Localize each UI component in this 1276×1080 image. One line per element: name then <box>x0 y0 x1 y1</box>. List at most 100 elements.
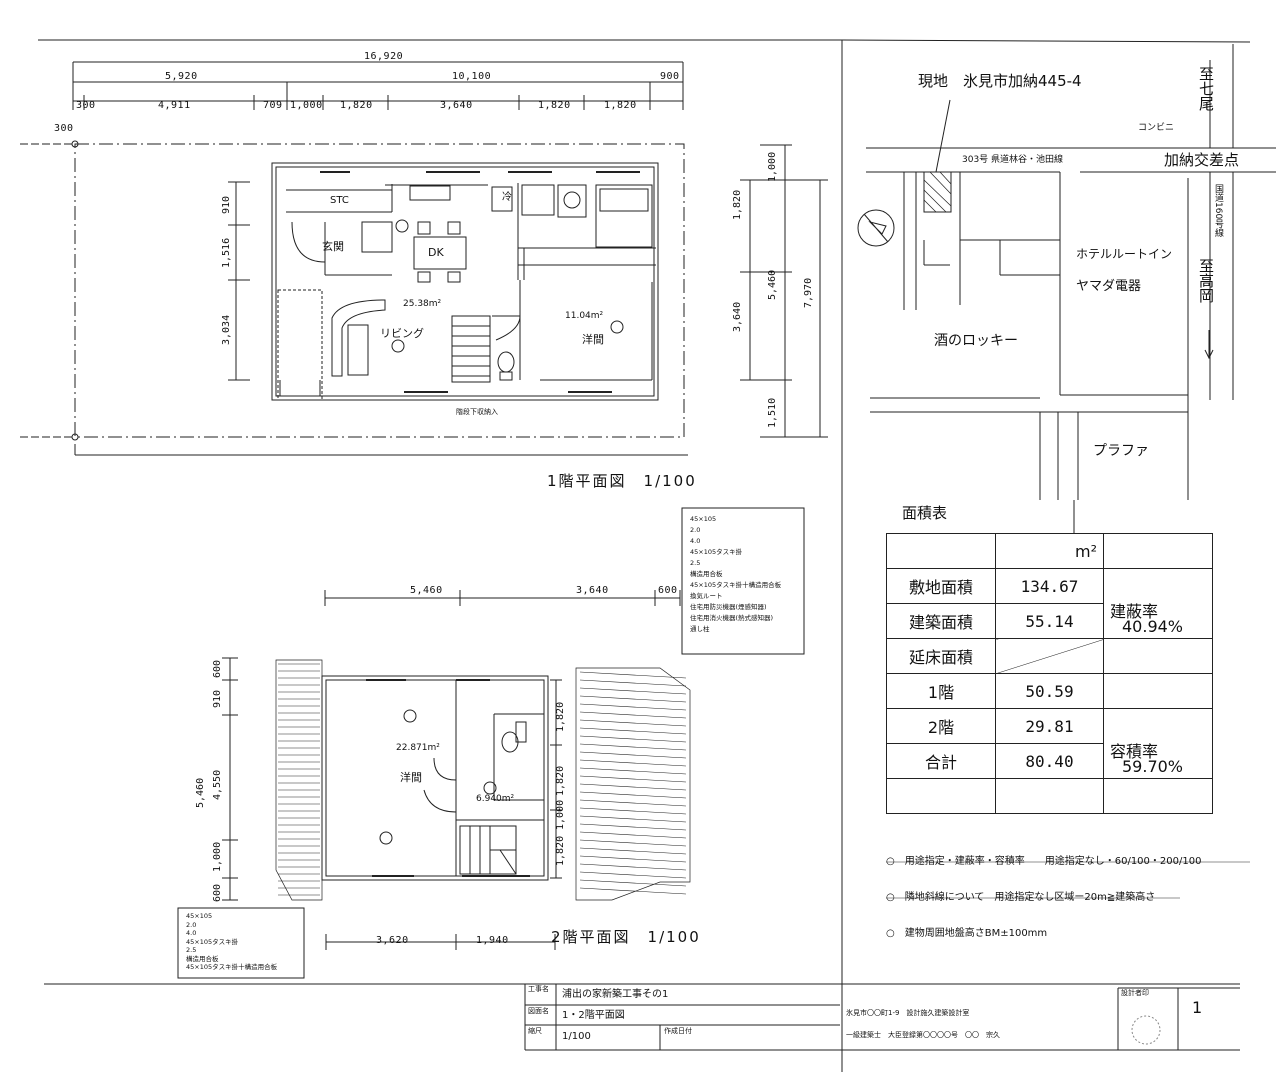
row-label: 1階 <box>886 673 996 709</box>
hotel-label: ホテルルートイン <box>1076 247 1173 261</box>
dim2-bottom-0: 3,620 <box>376 935 409 946</box>
legend2-item: 45×105タスキ掛十構造用合板 <box>186 963 278 971</box>
table-row: 建築面積 55.14 建蔽率 40.94% <box>886 601 1213 639</box>
bcr-value: 40.94% <box>1122 616 1184 636</box>
architect-name: 一級建築士 大臣登録第〇〇〇〇号 〇〇 宗久 <box>846 1031 1000 1039</box>
yamada-label: ヤマダ電器 <box>1076 279 1142 294</box>
stair-storage-note: 階段下収納入 <box>456 408 498 416</box>
far-label: 容積率 <box>1110 741 1159 761</box>
room2-area-1: 22.871m² <box>396 743 440 753</box>
table-row: 1階 50.59 <box>886 673 1213 709</box>
dim-row3-1: 4,911 <box>158 100 191 111</box>
dim2-right-0: 1,820 <box>555 701 566 732</box>
row-label: 合計 <box>886 743 996 779</box>
roof-hatch-line <box>579 743 687 751</box>
dim-edge-offset: 300 <box>54 123 74 134</box>
roof-hatch-line <box>579 847 687 855</box>
dim2-left-4: 1,000 <box>212 841 223 872</box>
legend1-item: 住宅用消火機器(熱式感知器) <box>690 614 774 622</box>
drawing-name: 1・2階平面図 <box>562 1010 625 1021</box>
table-row: 延床面積 <box>886 638 1213 674</box>
legend1-item: 45×105タスキ掛 <box>690 548 743 556</box>
row-value: 55.14 <box>995 603 1104 639</box>
dim2-left-2: 5,460 <box>195 777 206 808</box>
plafa-label: プラファ <box>1093 443 1149 459</box>
to-nanao: 至七尾 <box>1197 66 1215 111</box>
room-living: リビング <box>380 327 424 340</box>
work-name-label: 工事名 <box>528 985 549 993</box>
dim-row3-5: 3,640 <box>440 100 473 111</box>
building-coverage-cell: 建蔽率 40.94% <box>1103 601 1213 639</box>
dim2-left-0: 600 <box>212 659 223 678</box>
room-refrigerator: 冷 <box>502 192 512 203</box>
row-value: 134.67 <box>995 568 1104 604</box>
legend1-item: 4.0 <box>690 537 701 545</box>
row-value: 50.59 <box>995 673 1104 709</box>
stamp-label: 設計者印 <box>1121 989 1149 997</box>
dim-right-1: 1,820 <box>732 189 743 220</box>
dim-row3-7: 1,820 <box>604 100 637 111</box>
floor-area-ratio-cell: 容積率 59.70% <box>1103 741 1213 779</box>
dim-row3-0: 300 <box>76 100 96 111</box>
roof-hatch-line <box>579 879 687 887</box>
dim-total-width: 16,920 <box>364 51 404 62</box>
konbini-label: コンビニ <box>1138 123 1175 133</box>
dim2-left-1: 910 <box>212 689 223 708</box>
table-row: 2階 29.81 <box>886 708 1213 744</box>
area-table-title: 面積表 <box>902 504 948 522</box>
far-value: 59.70% <box>1122 756 1184 776</box>
legend1-item: 構造用合板 <box>690 570 723 578</box>
legend1-item: 45×105タスキ掛十構造用合板 <box>690 581 782 589</box>
legend1-item: 45×105 <box>690 515 717 523</box>
roof-hatch-line <box>579 711 687 719</box>
dim-row3-2: 709 <box>263 100 283 111</box>
roof-hatch-line <box>579 807 687 815</box>
legend1-item: 2.5 <box>690 559 701 567</box>
row-label: 2階 <box>886 708 996 744</box>
room-ldk-area: 25.38m² <box>403 299 442 309</box>
note-zoning: ○ 用途指定・建蔽率・容積率 用途指定なし・60/100・200/100 <box>886 856 1202 867</box>
to-takaoka: 至高岡 <box>1197 258 1215 303</box>
site-address: 現地 氷見市加納445-4 <box>918 72 1082 90</box>
room-youma: 洋間 <box>582 333 604 346</box>
date-label: 作成日付 <box>664 1027 692 1035</box>
dim2-top-2: 600 <box>658 585 678 596</box>
row-label: 建築面積 <box>886 603 996 639</box>
roof-hatch-line <box>579 695 687 703</box>
dim-left-width: 5,920 <box>165 71 198 82</box>
dim-left-2: 3,034 <box>221 314 232 345</box>
roof-hatch-line <box>579 799 687 807</box>
route-160: 国道160号線 <box>1213 184 1223 238</box>
row-value-empty <box>995 638 1104 674</box>
dim2-left-3: 4,550 <box>212 769 223 800</box>
scale-value: 1/100 <box>562 1031 591 1042</box>
room2-youma: 洋間 <box>400 771 422 784</box>
roof-hatch-line <box>579 831 687 839</box>
plan1-title: 1階平面図 1/100 <box>547 472 697 490</box>
sheet-number: 1 <box>1192 998 1203 1017</box>
roof-hatch-line <box>579 783 687 791</box>
roof-hatch-line <box>579 759 687 767</box>
roof-hatch-line <box>579 887 687 895</box>
legend-2: 45×105 2.0 4.0 45×105タスキ掛 2.5 構造用合板 45×1… <box>186 912 277 972</box>
room-youma-area: 11.04m² <box>565 311 604 321</box>
dim-left-1: 1,516 <box>221 237 232 268</box>
roof-hatch-line <box>579 767 687 775</box>
office-name: 氷見市〇〇町1-9 設計施久建築設計室 <box>846 1009 970 1017</box>
roof-hatch-line <box>579 719 687 727</box>
bcr-label: 建蔽率 <box>1110 601 1159 621</box>
room2-area-2: 6.940m² <box>476 794 515 804</box>
dim2-top-1: 3,640 <box>576 585 609 596</box>
work-name: 浦出の家新築工事その1 <box>562 989 669 1000</box>
table-row: 敷地面積 134.67 <box>886 568 1213 604</box>
scale-label: 縮尺 <box>528 1027 542 1035</box>
note-setback: ○ 隣地斜線について 用途指定なし区域ー20m≧建築高さ <box>886 892 1156 903</box>
area-table: m² 敷地面積 134.67 建築面積 55.14 建蔽率 40.94% 延床面… <box>886 533 1213 814</box>
legend2-item: 45×105タスキ掛 <box>186 937 239 946</box>
roof-hatch-line <box>579 671 687 679</box>
roof-hatch-line <box>579 679 687 687</box>
dim-row3-4: 1,820 <box>340 100 373 111</box>
legend1-item: 2.0 <box>690 526 701 534</box>
roof-hatch-line <box>579 823 687 831</box>
